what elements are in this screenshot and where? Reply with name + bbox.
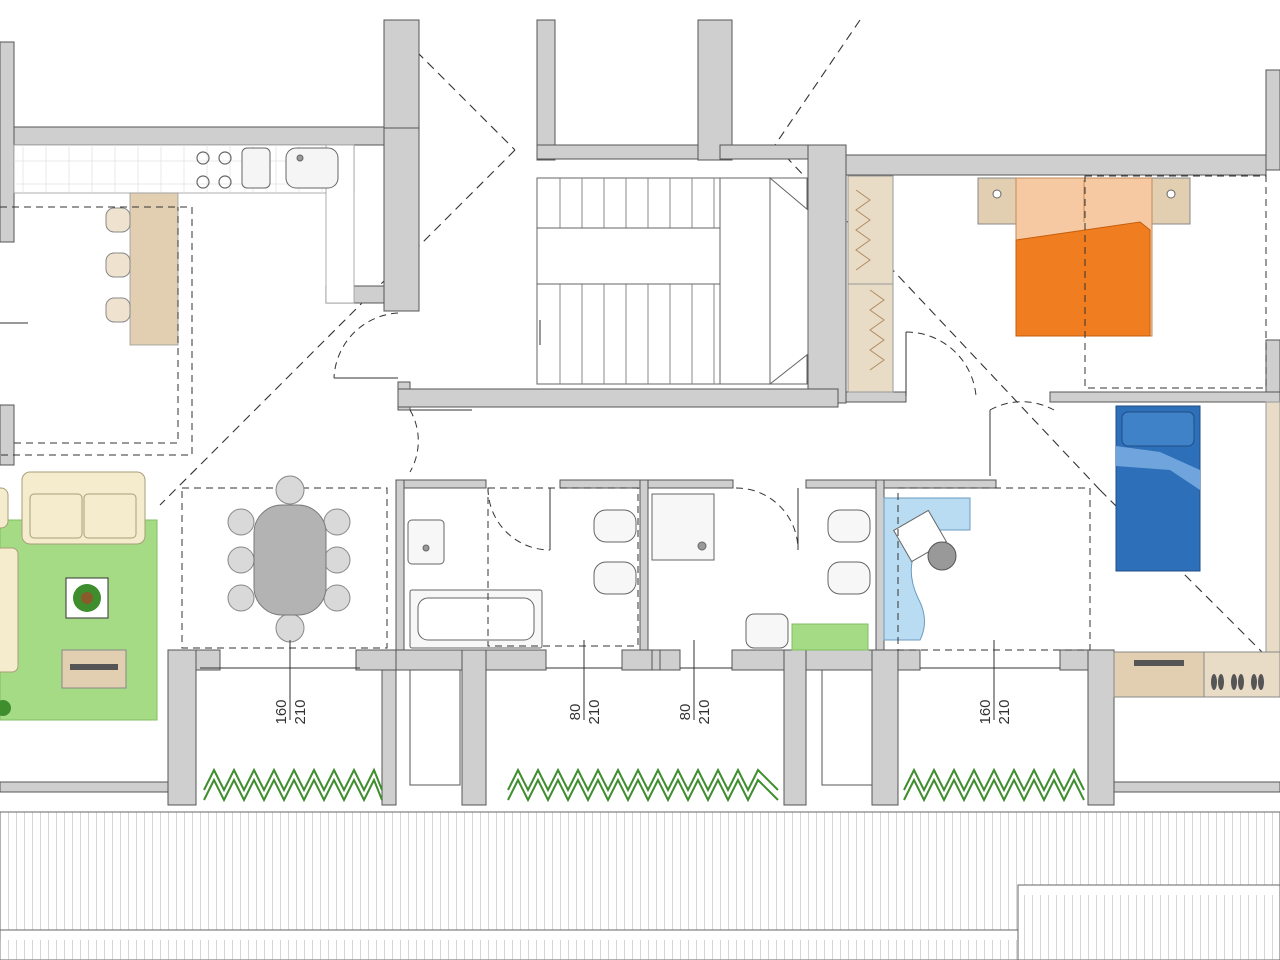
toilet-icon: [827, 509, 871, 543]
kitchen: [0, 144, 355, 456]
chair-icon: [227, 475, 351, 643]
shower-icon: [651, 493, 715, 561]
nightstand: [977, 177, 1017, 225]
master-bedroom: [847, 175, 1267, 393]
opening-height: 210: [696, 699, 713, 724]
opening-width: 80: [677, 704, 694, 721]
wardrobe: [1265, 401, 1280, 658]
bathroom-1: [407, 487, 639, 649]
dining-table: [253, 504, 327, 616]
kitchen-island: [129, 192, 179, 346]
plant-icon: [0, 700, 11, 716]
opening-width: 160: [273, 699, 290, 724]
study: [883, 487, 1091, 651]
opening-bathroom-2: 80 210: [677, 640, 732, 725]
living-room: [0, 471, 158, 721]
washbasin-icon: [745, 613, 789, 649]
shoes-icon: [1211, 674, 1264, 690]
bed-blanket: [1015, 221, 1151, 337]
doors: [333, 312, 1055, 551]
opening-width: 160: [977, 699, 994, 724]
toilet-icon: [593, 509, 637, 543]
bidet-icon: [827, 561, 871, 595]
opening-height: 210: [996, 699, 1013, 724]
opening-dimensions: 160 210 80 210 80 210 160 210: [200, 640, 1060, 725]
opening-bathroom-1: 80 210: [546, 640, 622, 725]
opening-living-room: 160 210: [200, 640, 360, 725]
opening-height: 210: [586, 699, 603, 724]
opening-height: 210: [292, 699, 309, 724]
balcony-plants: [203, 767, 1085, 803]
stool-icon: [105, 207, 131, 323]
opening-width: 80: [567, 704, 584, 721]
pillow: [1121, 411, 1195, 447]
chair-icon: [927, 541, 957, 571]
nightstand: [1151, 177, 1191, 225]
cooktop-icon: [196, 151, 232, 189]
sofa-icon: [0, 471, 146, 673]
opening-study: 160 210: [920, 640, 1060, 725]
plant-icon: [73, 584, 101, 612]
bathroom-2: [651, 493, 871, 651]
washing-machine: [791, 623, 869, 651]
rug: [0, 519, 158, 721]
dining-area: [181, 475, 388, 649]
bidet-icon: [593, 561, 637, 595]
staircase: [536, 176, 809, 386]
second-bedroom: [1113, 401, 1280, 698]
walls: [0, 19, 1280, 806]
washbasin-icon: [407, 519, 445, 565]
sink-icon: [241, 147, 339, 189]
cabinet: [1113, 651, 1205, 698]
tv-icon: [70, 664, 118, 670]
facade-railing: [0, 811, 1280, 960]
